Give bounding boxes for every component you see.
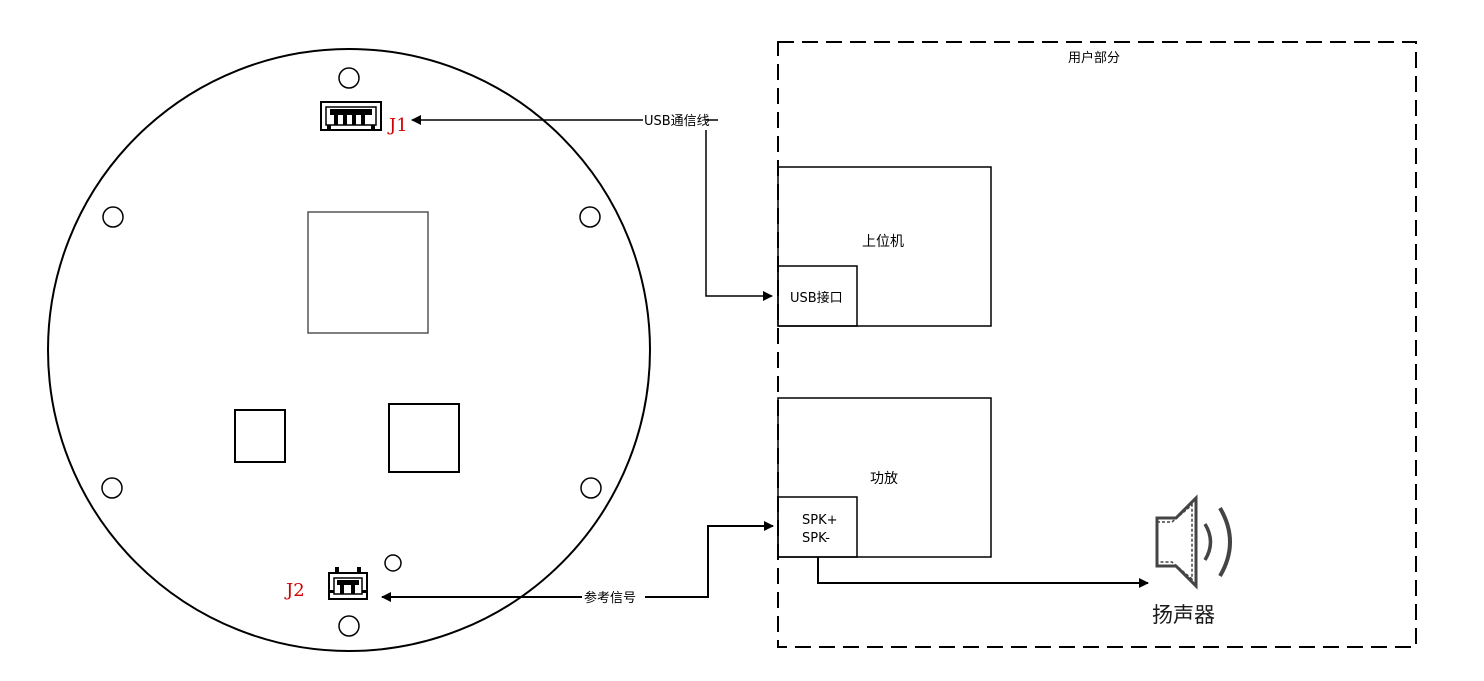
small-hole (384, 554, 402, 572)
spk-plus-label: SPK+ (802, 513, 838, 528)
usb-cable-line (411, 115, 773, 301)
speaker-output-line (817, 557, 1149, 588)
user-section: 用户部分 上位机 USB接口 功放 SPK+ SPK- 扬声器 (777, 41, 1417, 648)
small-chip-right (388, 403, 460, 473)
pcb-board: J1 J2 (47, 48, 651, 652)
mounting-hole (101, 477, 123, 499)
connector-j1-label: J1 (387, 115, 408, 136)
amplifier-label: 功放 (870, 471, 898, 487)
user-section-border (777, 41, 1417, 648)
connector-j2-label: J2 (284, 580, 305, 601)
small-chip-left (234, 409, 286, 463)
user-section-title: 用户部分 (1068, 50, 1120, 66)
mounting-hole (579, 206, 601, 228)
reference-signal-label: 参考信号 (584, 590, 636, 606)
mounting-hole (338, 67, 360, 89)
usb-cable-label: USB通信线 (644, 114, 710, 129)
amplifier-box: 功放 SPK+ SPK- (777, 397, 992, 558)
speaker-icon (1155, 494, 1232, 590)
usb-port-box (777, 265, 858, 327)
host-computer-box: 上位机 USB接口 (777, 166, 992, 327)
usb-port-label: USB接口 (790, 290, 843, 306)
mounting-hole (580, 477, 602, 499)
reference-signal-line (381, 521, 774, 602)
speaker-label: 扬声器 (1152, 603, 1215, 627)
mounting-hole (102, 206, 124, 228)
host-computer-label: 上位机 (862, 234, 904, 250)
connector-j1 (320, 101, 382, 131)
board-outline (47, 48, 651, 652)
main-chip (307, 211, 429, 334)
mounting-hole (338, 615, 360, 637)
connector-j2 (328, 567, 368, 600)
spk-minus-label: SPK- (802, 531, 830, 546)
